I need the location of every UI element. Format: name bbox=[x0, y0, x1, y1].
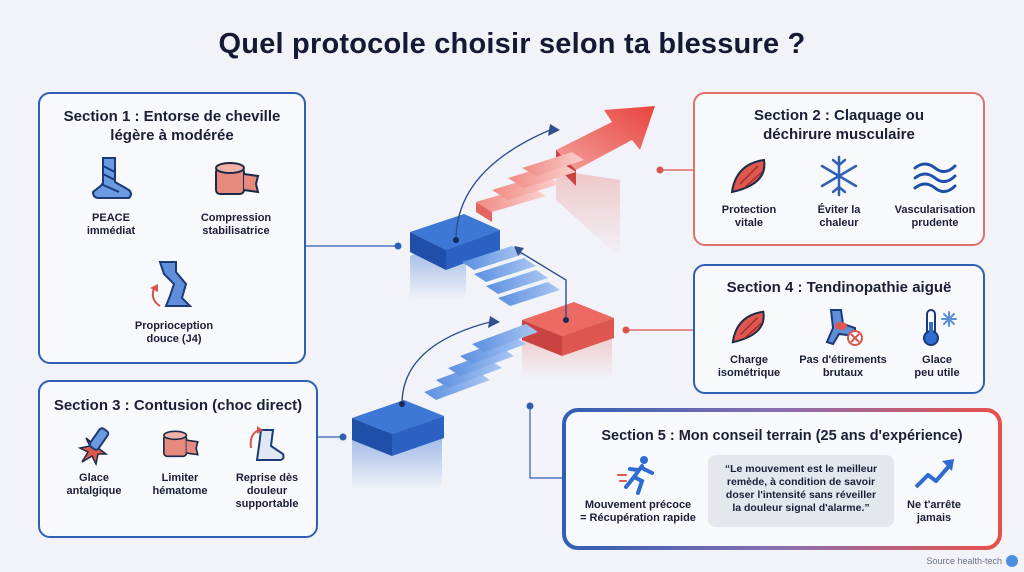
section-1-item-compression: Compression stabilisatrice bbox=[186, 154, 286, 238]
connector-dot bbox=[526, 402, 534, 410]
running-person-icon bbox=[617, 456, 654, 495]
muscle-icon bbox=[730, 158, 766, 194]
connector-dot bbox=[339, 433, 347, 441]
upper-blue-stairs bbox=[462, 246, 560, 306]
section-3-card: Section 3 : Contusion (choc direct) Glac… bbox=[38, 380, 318, 538]
upper-blue-block bbox=[410, 214, 500, 300]
section-3-item-hematome: Limiter hématome bbox=[140, 424, 220, 498]
flow-arrows bbox=[401, 129, 567, 405]
compression-bandage-icon bbox=[215, 162, 260, 195]
trend-up-icon bbox=[914, 459, 954, 489]
section-3-item-glace: Glace antalgique bbox=[54, 424, 134, 498]
section-4-item-etirements: Pas d'étirements brutaux bbox=[795, 306, 891, 380]
section-4-item-charge: Charge isométrique bbox=[709, 306, 789, 380]
section-2-card: Section 2 : Claquage ou déchirure muscul… bbox=[693, 92, 985, 246]
section-5-left: Mouvement précoce = Récupération rapide bbox=[576, 455, 700, 525]
connector-dot bbox=[656, 166, 664, 174]
source-badge-icon bbox=[1006, 555, 1018, 567]
section-2-item-protection: Protection vitale bbox=[709, 154, 789, 230]
section-2-title: Section 2 : Claquage ou déchirure muscul… bbox=[753, 107, 925, 143]
connector-lines bbox=[306, 169, 693, 479]
no-stretch-icon bbox=[825, 309, 863, 346]
connector-dot bbox=[394, 242, 402, 250]
section-4-item-glace: Glace peu utile bbox=[895, 306, 979, 380]
bandage-roll-icon bbox=[163, 430, 199, 458]
section-1-item-proprioception: Proprioception douce (J4) bbox=[124, 258, 224, 346]
section-3-title: Section 3 : Contusion (choc direct) bbox=[53, 397, 303, 414]
section-4-title: Section 4 : Tendinopathie aiguë bbox=[726, 279, 952, 296]
section-5-right: Ne t'arrête jamais bbox=[902, 455, 966, 525]
source-credit: Source health-tech bbox=[926, 556, 1002, 566]
ankle-bandage-icon bbox=[91, 157, 132, 199]
lower-blue-stairs bbox=[424, 324, 538, 400]
foot-recovery-icon bbox=[249, 426, 285, 461]
page-title: Quel protocole choisir selon ta blessure… bbox=[218, 28, 806, 60]
leg-rotation-icon bbox=[150, 261, 193, 307]
connector-dot bbox=[622, 326, 630, 334]
snowflake-icon bbox=[820, 155, 858, 197]
section-1-title: Section 1 : Entorse de cheville légère à… bbox=[63, 108, 281, 144]
muscle-icon bbox=[731, 310, 765, 344]
red-stairs bbox=[476, 152, 584, 222]
section-5-quote: “Le mouvement est le meilleur remède, à … bbox=[708, 455, 894, 527]
thermometer-snow-icon bbox=[923, 309, 957, 346]
waves-icon bbox=[913, 162, 957, 193]
section-3-item-reprise: Reprise dès douleur supportable bbox=[222, 424, 312, 511]
lower-blue-block bbox=[352, 400, 444, 490]
section-4-card: Section 4 : Tendinopathie aiguë Charge i… bbox=[693, 264, 985, 394]
section-1-card: Section 1 : Entorse de cheville légère à… bbox=[38, 92, 306, 364]
section-1-item-peace: PEACE immédiat bbox=[66, 154, 156, 238]
middle-red-block bbox=[522, 302, 614, 380]
red-arrow bbox=[556, 106, 655, 258]
section-2-item-vascularisation: Vascularisation prudente bbox=[887, 154, 983, 230]
section-2-item-chaleur: Éviter la chaleur bbox=[799, 154, 879, 230]
section-5-title: Section 5 : Mon conseil terrain (25 ans … bbox=[601, 428, 963, 444]
ice-impact-icon bbox=[77, 427, 110, 466]
